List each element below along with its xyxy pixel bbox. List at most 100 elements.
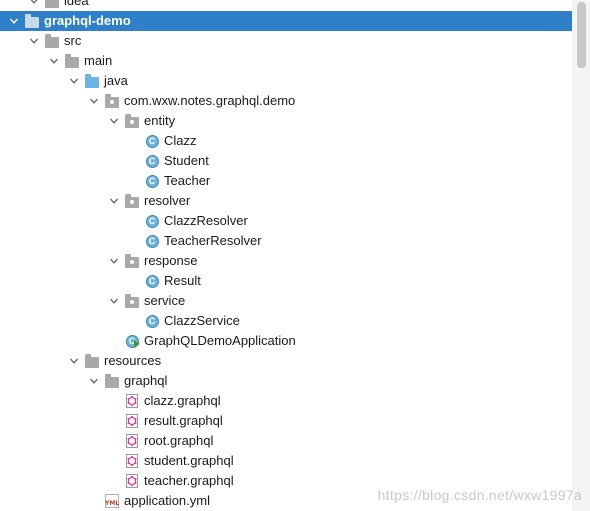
class-icon: C — [144, 233, 160, 249]
package-icon — [124, 293, 140, 309]
tree-row-label: TeacherResolver — [164, 233, 262, 248]
package-icon — [124, 193, 140, 209]
chevron-spacer — [128, 311, 140, 331]
tree-row-src[interactable]: src — [0, 31, 590, 51]
tree-row-label: resolver — [144, 193, 191, 208]
tree-row-label: teacher.graphql — [144, 473, 234, 488]
tree-row-com-wxw-notes-graphql-demo[interactable]: com.wxw.notes.graphql.demo — [0, 91, 590, 111]
chevron-down-icon[interactable] — [68, 71, 80, 91]
chevron-spacer — [108, 471, 120, 491]
tree-row-student[interactable]: C Student — [0, 151, 590, 171]
class-icon: C — [144, 153, 160, 169]
chevron-down-icon[interactable] — [88, 91, 100, 111]
chevron-spacer — [108, 451, 120, 471]
chevron-down-icon[interactable] — [48, 51, 60, 71]
tree-row-graphql[interactable]: graphql — [0, 371, 590, 391]
tree-row-label: com.wxw.notes.graphql.demo — [124, 93, 296, 108]
class-icon: C — [144, 173, 160, 189]
tree-row-label: application.yml — [124, 493, 210, 508]
folder-icon — [64, 53, 80, 69]
vertical-scrollbar[interactable] — [572, 0, 590, 511]
chevron-down-icon[interactable] — [28, 31, 40, 51]
tree-row-application-yml[interactable]: YML application.yml — [0, 491, 590, 511]
chevron-spacer — [128, 131, 140, 151]
tree-row-response[interactable]: response — [0, 251, 590, 271]
chevron-spacer — [128, 151, 140, 171]
tree-row-resources[interactable]: resources — [0, 351, 590, 371]
tree-row-graphqldemoapplication[interactable]: C GraphQLDemoApplication — [0, 331, 590, 351]
tree-row-label: Clazz — [164, 133, 197, 148]
tree-row-entity[interactable]: entity — [0, 111, 590, 131]
graphql-file-icon — [124, 473, 140, 489]
chevron-spacer — [108, 431, 120, 451]
folder-icon — [104, 373, 120, 389]
tree-row-label: src — [64, 33, 82, 48]
tree-row-resolver[interactable]: resolver — [0, 191, 590, 211]
class-icon: C — [144, 213, 160, 229]
chevron-down-icon[interactable] — [108, 191, 120, 211]
class-icon: C — [144, 313, 160, 329]
tree-row-clazz-graphql[interactable]: clazz.graphql — [0, 391, 590, 411]
resources-folder-icon — [84, 353, 100, 369]
tree-row-label: ClazzService — [164, 313, 240, 328]
watermark: https://blog.csdn.net/wxw1997a — [377, 487, 582, 503]
graphql-file-icon — [124, 433, 140, 449]
tree-row-label: student.graphql — [144, 453, 234, 468]
chevron-spacer — [88, 491, 100, 511]
tree-row-label: main — [84, 53, 113, 68]
tree-row-clazz[interactable]: C Clazz — [0, 131, 590, 151]
tree-row-student-graphql[interactable]: student.graphql — [0, 451, 590, 471]
chevron-down-icon[interactable] — [28, 0, 40, 11]
tree-row-idea[interactable]: idea — [0, 0, 590, 11]
tree-row-label: graphql-demo — [44, 13, 131, 28]
tree-row-label: service — [144, 293, 186, 308]
tree-row-label: resources — [104, 353, 162, 368]
tree-row-teacherresolver[interactable]: C TeacherResolver — [0, 231, 590, 251]
tree-row-result-graphql[interactable]: result.graphql — [0, 411, 590, 431]
tree-row-service[interactable]: service — [0, 291, 590, 311]
chevron-down-icon[interactable] — [108, 291, 120, 311]
package-icon — [104, 93, 120, 109]
folder-icon — [44, 0, 60, 9]
package-icon — [124, 113, 140, 129]
module-folder-icon — [24, 13, 40, 29]
folder-icon — [44, 33, 60, 49]
spring-application-class-icon: C — [124, 333, 140, 349]
tree-row-label: Teacher — [164, 173, 211, 188]
chevron-spacer — [128, 271, 140, 291]
chevron-down-icon[interactable] — [8, 11, 20, 31]
chevron-down-icon[interactable] — [108, 111, 120, 131]
tree-row-label: entity — [144, 113, 176, 128]
tree-row-label: ClazzResolver — [164, 213, 248, 228]
tree-row-main[interactable]: main — [0, 51, 590, 71]
tree-row-label: java — [104, 73, 128, 88]
package-icon — [124, 253, 140, 269]
graphql-file-icon — [124, 413, 140, 429]
chevron-spacer — [128, 211, 140, 231]
chevron-spacer — [128, 231, 140, 251]
chevron-spacer — [108, 391, 120, 411]
chevron-down-icon[interactable] — [88, 371, 100, 391]
tree-row-clazzservice[interactable]: C ClazzService — [0, 311, 590, 331]
tree-row-teacher[interactable]: C Teacher — [0, 171, 590, 191]
tree-row-label: response — [144, 253, 198, 268]
tree-row-label: GraphQLDemoApplication — [144, 333, 296, 348]
tree-row-graphql-demo[interactable]: graphql-demo — [0, 11, 580, 31]
tree-row-java[interactable]: java — [0, 71, 590, 91]
tree-row-root-graphql[interactable]: root.graphql — [0, 431, 590, 451]
tree-row-teacher-graphql[interactable]: teacher.graphql — [0, 471, 590, 491]
tree-row-label: clazz.graphql — [144, 393, 221, 408]
source-folder-icon — [84, 73, 100, 89]
tree-row-label: root.graphql — [144, 433, 214, 448]
tree-row-clazzresolver[interactable]: C ClazzResolver — [0, 211, 590, 231]
tree-row-label: result.graphql — [144, 413, 223, 428]
tree-row-label: Student — [164, 153, 209, 168]
chevron-down-icon[interactable] — [108, 251, 120, 271]
chevron-down-icon[interactable] — [68, 351, 80, 371]
scrollbar-thumb[interactable] — [577, 2, 586, 68]
tree-row-label: Result — [164, 273, 201, 288]
class-icon: C — [144, 133, 160, 149]
yml-file-icon: YML — [104, 493, 120, 509]
